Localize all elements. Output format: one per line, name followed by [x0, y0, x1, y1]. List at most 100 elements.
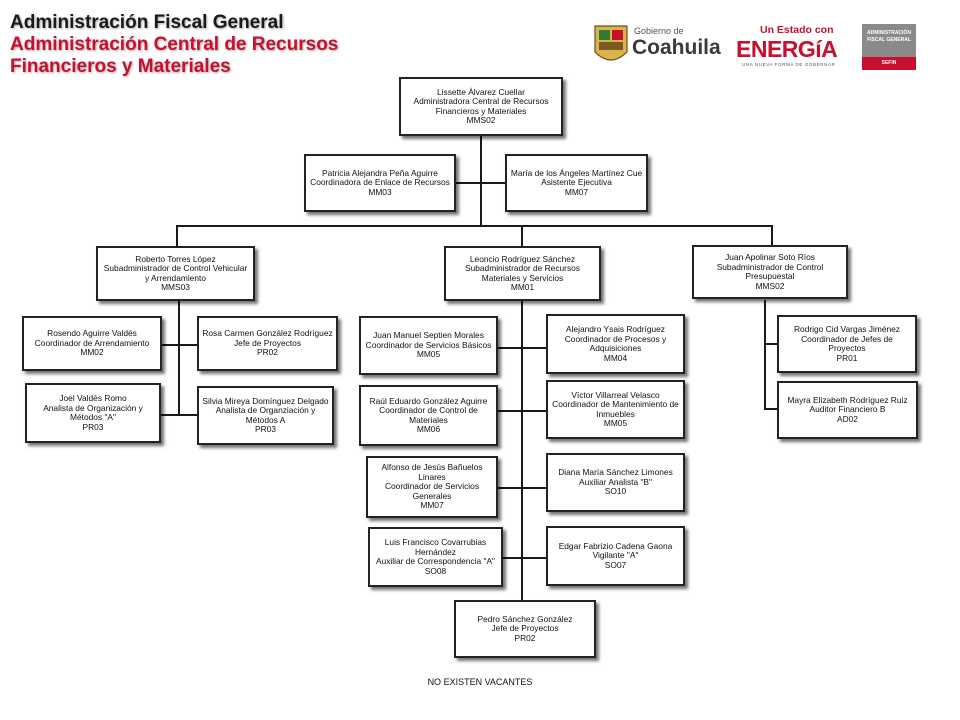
org-box-asistente-ejecutiva: María de los Ángeles Martínez Cue Asiste… — [505, 154, 648, 212]
energia-big-text: ENERGíA — [736, 36, 838, 62]
box-name: Víctor Villarreal Velasco — [571, 389, 660, 400]
connector-line — [497, 487, 547, 489]
box-code: MM03 — [368, 186, 392, 197]
connector-line — [160, 344, 198, 346]
org-box-coord-servicios-generales: Alfonso de Jesús Bañuelos Linares Coordi… — [366, 456, 498, 518]
coahuila-logo: Gobierno de Coahuila — [592, 22, 721, 70]
box-title: Vigilante "A" — [592, 550, 639, 561]
afg-line-2: FISCAL GENERAL — [867, 37, 911, 43]
box-code: MM02 — [80, 347, 104, 358]
box-title: Coordinadora de Enlace de Recursos — [310, 177, 450, 188]
org-box-coord-procesos: Alejandro Ysais Rodríguez Coordinador de… — [546, 314, 685, 374]
box-title: Analista de Organización y Métodos "A" — [43, 402, 143, 422]
box-title: Auxiliar de Correspondencia "A" — [375, 556, 496, 566]
box-title: Coordinador de Jefes de Proyectos — [801, 333, 893, 353]
box-title: Subadministrador de Control Presupuestal — [716, 261, 824, 281]
box-name: Rosendo Aguirre Valdés — [47, 328, 137, 339]
title-line-1: Administración Fiscal General — [10, 12, 284, 33]
box-code: PR03 — [82, 421, 104, 432]
box-code: MM04 — [603, 352, 628, 363]
org-box-sub-control-vehicular: Roberto Torres López Subadministrador de… — [96, 246, 255, 301]
footer-note: NO EXISTEN VACANTES — [427, 677, 533, 687]
box-code: MM06 — [416, 424, 441, 434]
energia-top-text: Un Estado con — [760, 24, 834, 36]
box-title: Coordinador de Control de Materiales — [379, 405, 478, 425]
connector-line — [764, 343, 778, 345]
box-code: MM07 — [420, 500, 444, 511]
box-title: Coordinador de Servicios Generales — [384, 481, 480, 501]
box-name: Luis Francisco Covarrubias Hernández — [384, 537, 487, 557]
org-box-analista-silvia: Silvia Mireya Domínguez Delgado Analista… — [197, 386, 334, 445]
box-name: María de los Ángeles Martínez Cue — [510, 167, 643, 178]
afg-red-band: SEFIN — [862, 57, 916, 70]
box-code: AD02 — [837, 413, 858, 424]
connector-line — [497, 557, 547, 559]
afg-line-1: ADMINISTRACIÓN — [867, 30, 911, 36]
connector-line — [771, 225, 773, 247]
box-name: Leoncio Rodríguez Sánchez — [469, 253, 576, 264]
connector-line — [178, 300, 180, 416]
afg-logo: ADMINISTRACIÓN FISCAL GENERAL SEFIN — [862, 24, 916, 70]
box-title: Subadministrador de Recursos Materiales … — [465, 263, 580, 283]
box-title: Asistente Ejecutiva — [541, 177, 612, 188]
box-name: Patricia Alejandra Peña Aguirre — [322, 167, 438, 178]
title-line-3: Financieros y Materiales — [10, 56, 231, 77]
connector-line — [764, 300, 766, 409]
box-code: SO08 — [424, 565, 447, 576]
org-box-coord-jefes-proyectos: Rodrigo Cid Vargas Jiménez Coordinador d… — [777, 315, 917, 373]
box-code: PR01 — [836, 352, 858, 363]
box-name: Rodrigo Cid Vargas Jiménez — [794, 324, 900, 334]
box-name: Alfonso de Jesús Bañuelos Linares — [381, 462, 483, 482]
connector-line — [176, 225, 772, 227]
org-box-jefe-proyectos-pedro: Pedro Sánchez González Jefe de Proyectos… — [454, 600, 596, 658]
box-name: Rosa Carmen González Rodríguez — [202, 328, 333, 339]
box-code: PR02 — [514, 632, 536, 643]
box-name: Juan Apolinar Soto Ríos — [725, 252, 815, 262]
box-name: Alejandro Ysais Rodríguez — [565, 324, 665, 334]
org-box-coord-arrendamiento: Rosendo Aguirre Valdés Coordinador de Ar… — [22, 316, 162, 371]
energia-logo: Un Estado con ENERGíA UNA NUEVA FORMA DE… — [730, 24, 850, 72]
box-code: MM05 — [416, 349, 441, 360]
box-code: SO10 — [604, 486, 627, 497]
box-code: MMS03 — [161, 282, 190, 292]
coahuila-small-text: Gobierno de — [634, 26, 684, 36]
box-title: Administradora Central de Recursos Finan… — [413, 96, 549, 116]
box-code: PR02 — [257, 347, 278, 358]
org-box-coordinadora-enlace: Patricia Alejandra Peña Aguirre Coordina… — [304, 154, 456, 212]
org-box-coord-control-materiales: Raúl Eduardo González Aguirre Coordinado… — [359, 385, 498, 446]
org-box-vigilante: Edgar Fabrizio Cadena Gaona Vigilante "A… — [546, 526, 685, 586]
box-title: Auditor Financiero B — [809, 404, 886, 415]
connector-line — [160, 414, 198, 416]
coahuila-shield-icon — [594, 25, 628, 61]
afg-sub-text: SEFIN — [881, 60, 897, 66]
box-name: Edgar Fabrizio Cadena Gaona — [558, 540, 673, 551]
box-code: MMS02 — [755, 280, 785, 291]
org-box-administradora: Lissette Álvarez Cuellar Administradora … — [399, 77, 563, 136]
org-box-analista-joel: Joel Valdés Romo Analista de Organizació… — [25, 383, 161, 443]
box-title: Analista de Organziación y Métodos A — [215, 405, 316, 425]
box-name: Diana María Sánchez Limones — [558, 467, 673, 478]
org-box-auxiliar-analista: Diana María Sánchez Limones Auxiliar Ana… — [546, 453, 685, 512]
box-name: Pedro Sánchez González — [477, 613, 573, 624]
connector-line — [497, 410, 547, 412]
connector-line — [497, 347, 547, 349]
box-name: Roberto Torres López — [135, 253, 216, 264]
box-title: Coordinador de Servicios Básicos — [365, 339, 492, 350]
connector-line — [176, 225, 178, 247]
box-title: Jefe de Proyectos — [233, 337, 302, 348]
connector-line — [480, 136, 482, 226]
org-box-coord-mantenimiento: Víctor Villarreal Velasco Coordinador de… — [546, 380, 685, 439]
title-line-2: Administración Central de Recursos — [10, 34, 339, 55]
box-title: Coordinador de Arrendamiento — [34, 337, 150, 348]
box-title: Coordinador de Mantenimiento de Inmueble… — [552, 399, 679, 419]
box-title: Auxiliar Analista "B" — [579, 476, 652, 487]
box-title: Jefe de Proyectos — [491, 623, 559, 634]
box-name: Mayra Elizabeth Rodríguez Ruiz — [787, 394, 908, 405]
box-name: Joel Valdés Romo — [59, 393, 127, 403]
connector-line — [764, 408, 778, 410]
box-title: Coordinador de Procesos y Adquisiciones — [564, 333, 667, 353]
box-code: MM07 — [564, 186, 589, 197]
org-box-sub-control-presupuestal: Juan Apolinar Soto Ríos Subadministrador… — [692, 245, 848, 299]
box-name: Raúl Eduardo González Aguirre — [369, 395, 488, 406]
org-box-coord-servicios-basicos: Juan Manuel Septien Morales Coordinador … — [359, 316, 498, 375]
